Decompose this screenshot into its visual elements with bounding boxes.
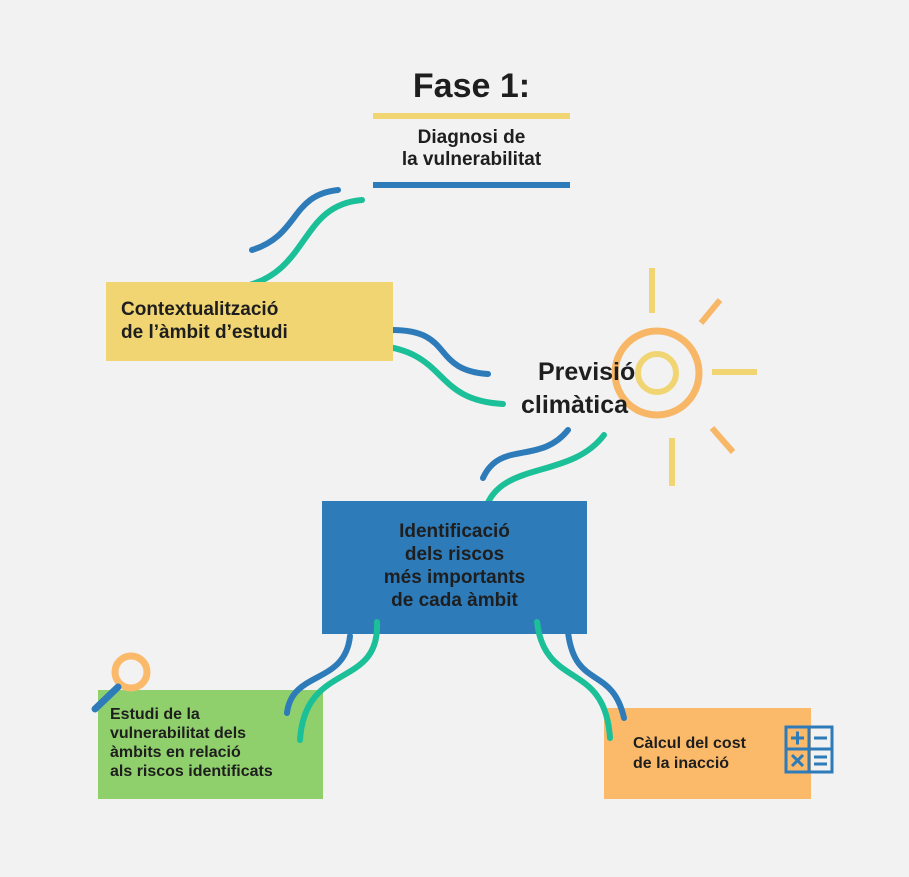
forecast-label-line-2: climàtica bbox=[521, 391, 629, 419]
subtitle-line-1: Diagnosi de bbox=[417, 127, 526, 148]
sun-icon bbox=[611, 268, 757, 486]
risks-label-line-1: Identificació bbox=[399, 521, 510, 542]
study-label-line-3: àmbits en relació bbox=[110, 744, 241, 761]
study-label-line-1: Estudi de la bbox=[110, 706, 200, 723]
connector-context-forecast bbox=[369, 327, 506, 407]
risks-label-line-2: dels riscos bbox=[404, 544, 505, 565]
subtitle-line-2: la vulnerabilitat bbox=[401, 149, 542, 170]
page-title: Fase 1: bbox=[412, 67, 531, 105]
study-label-line-4: als riscos identificats bbox=[110, 763, 273, 780]
title-underline-yellow bbox=[373, 113, 570, 119]
calculator-icon bbox=[784, 725, 834, 774]
risks-label-line-4: de cada àmbit bbox=[391, 590, 518, 611]
context-label-line-1: Contextualització bbox=[121, 299, 279, 320]
cost-box bbox=[604, 708, 811, 799]
study-label-line-2: vulnerabilitat dels bbox=[110, 725, 247, 742]
title-underline-blue bbox=[373, 182, 570, 188]
context-label-line-2: de l’àmbit d’estudi bbox=[121, 322, 288, 343]
risks-label-line-3: més importants bbox=[383, 567, 526, 588]
connector-forecast-risks bbox=[480, 427, 607, 513]
connector-risks-cost bbox=[534, 619, 627, 741]
cost-label-line-1: Càlcul del cost bbox=[633, 735, 746, 752]
magnifier-icon bbox=[91, 652, 151, 713]
context-box bbox=[106, 282, 393, 361]
connector-title-context bbox=[243, 187, 365, 289]
cost-label-line-2: de la inacció bbox=[633, 755, 730, 772]
forecast-label-line-1: Previsió bbox=[538, 358, 636, 386]
risks-box bbox=[322, 501, 587, 634]
connector-risks-study bbox=[284, 619, 381, 743]
